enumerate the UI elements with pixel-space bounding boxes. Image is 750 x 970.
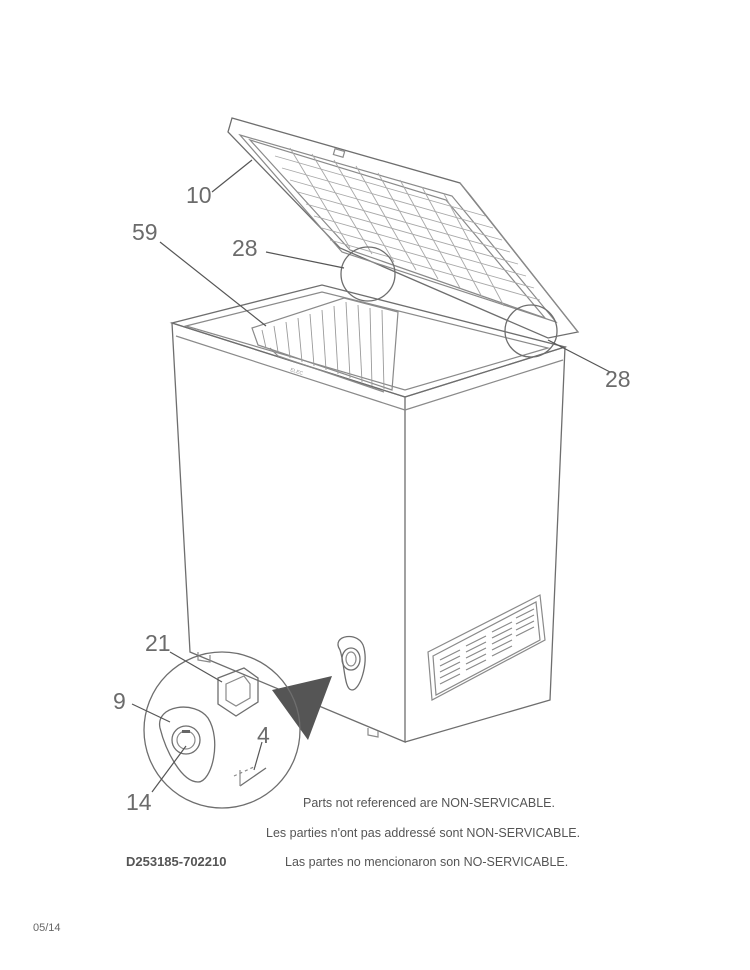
compressor-vent-grille xyxy=(427,594,546,701)
sensor-tube xyxy=(233,765,267,787)
note-spanish: Las partes no mencionaron son NO-SERVICA… xyxy=(285,855,568,869)
callout-9: 9 xyxy=(113,688,126,714)
note-french: Les parties n'ont pas addressé sont NON-… xyxy=(266,826,580,840)
callout-4: 4 xyxy=(257,722,270,748)
note-english: Parts not referenced are NON-SERVICABLE. xyxy=(303,796,555,810)
control-zoom-inset xyxy=(143,651,332,809)
wire-basket xyxy=(251,297,399,393)
control-cover xyxy=(159,706,216,783)
thermostat-bracket xyxy=(217,667,259,717)
svg-text:ELEC: ELEC xyxy=(289,367,304,377)
lid-inner-liner-grid xyxy=(274,147,541,307)
callout-28-left: 28 xyxy=(232,235,258,261)
freezer-lid xyxy=(227,117,580,339)
callout-28-right: 28 xyxy=(605,366,631,392)
callout-21: 21 xyxy=(145,630,171,656)
callout-10: 10 xyxy=(186,182,212,208)
callout-59: 59 xyxy=(132,219,158,245)
thermostat-knob-on-cabinet xyxy=(337,635,366,691)
callout-14: 14 xyxy=(126,789,152,815)
hinge-right-detail-circle xyxy=(504,304,558,358)
document-code: D253185-702210 xyxy=(126,854,226,869)
hinge-left-detail-circle xyxy=(340,246,396,302)
date-code: 05/14 xyxy=(33,922,61,934)
leader-lines xyxy=(131,159,611,793)
